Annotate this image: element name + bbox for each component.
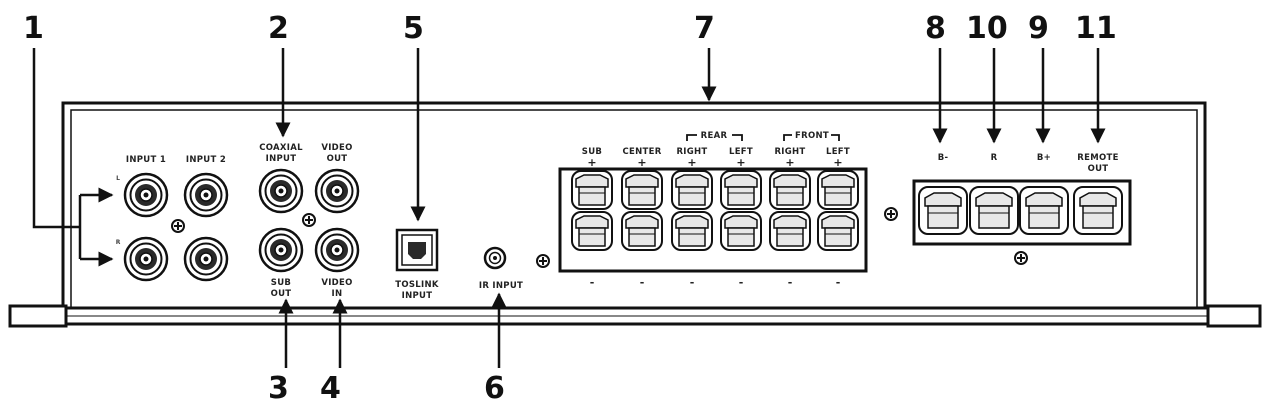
screw-icon bbox=[536, 254, 550, 268]
speaker-minus-sign: - bbox=[640, 276, 645, 289]
sub-out-jack bbox=[258, 227, 304, 273]
rca-left-mark: L bbox=[116, 175, 120, 182]
power-terminal-label-line2: OUT bbox=[1088, 164, 1109, 174]
speaker-terminal-positive bbox=[571, 170, 613, 210]
speaker-terminal-negative bbox=[671, 211, 713, 251]
callout-2: 2 bbox=[268, 11, 289, 46]
ir-input-jack: IR INPUT bbox=[479, 246, 523, 291]
speaker-channel-label: LEFT bbox=[826, 147, 850, 157]
speaker-channel-label: LEFT bbox=[729, 147, 753, 157]
front-group-label: FRONT bbox=[795, 131, 829, 141]
screw-icon bbox=[884, 207, 898, 221]
speaker-terminal-negative bbox=[817, 211, 859, 251]
speaker-terminal-positive bbox=[720, 170, 762, 210]
rca-right-mark: R bbox=[116, 239, 121, 246]
speaker-terminal-negative bbox=[720, 211, 762, 251]
speaker-channel-label: CENTER bbox=[622, 147, 661, 157]
input2-label: INPUT 2 bbox=[186, 155, 226, 165]
speaker-terminal-negative bbox=[571, 211, 613, 251]
coaxial-video-group: COAXIAL INPUT VIDEO OUT SUB OUT VIDEO IN bbox=[258, 143, 360, 299]
speaker-minus-sign: - bbox=[690, 276, 695, 289]
toslink-port: TOSLINK INPUT bbox=[395, 228, 439, 301]
speaker-terminal-positive bbox=[621, 170, 663, 210]
screw-icon bbox=[1014, 251, 1028, 265]
screw-icon bbox=[302, 213, 316, 227]
video-out-label-line1: VIDEO bbox=[321, 143, 352, 153]
input1-label: INPUT 1 bbox=[126, 155, 166, 165]
callout-10: 10 bbox=[966, 11, 1008, 46]
callout-1: 1 bbox=[23, 11, 44, 46]
input2-left-rca-jack bbox=[183, 172, 229, 218]
power-terminal bbox=[969, 186, 1019, 235]
front-bracket bbox=[783, 134, 840, 141]
power-terminal-label-line1: R bbox=[991, 153, 998, 163]
speaker-terminal-negative bbox=[621, 211, 663, 251]
callout-6: 6 bbox=[484, 371, 505, 406]
callout-numbers: 1 2 5 7 8 10 9 11 3 4 6 bbox=[23, 11, 1117, 406]
callout-3: 3 bbox=[268, 371, 289, 406]
speaker-plus-sign: + bbox=[637, 156, 646, 169]
rear-bracket bbox=[686, 134, 743, 141]
speaker-terminal-negative bbox=[769, 211, 811, 251]
screw-icon bbox=[171, 219, 185, 233]
ir-input-label: IR INPUT bbox=[479, 281, 523, 291]
speaker-terminal-positive bbox=[671, 170, 713, 210]
power-terminal bbox=[918, 186, 968, 235]
toslink-label-line2: INPUT bbox=[402, 291, 433, 301]
speaker-plus-sign: + bbox=[687, 156, 696, 169]
video-out-jack bbox=[314, 168, 360, 214]
callout-11: 11 bbox=[1075, 11, 1117, 46]
speaker-terminal-block: SUB+-CENTER+-RIGHT+-LEFT+-RIGHT+-LEFT+- … bbox=[558, 131, 868, 289]
input1-right-rca-jack bbox=[123, 236, 169, 282]
rear-group-label: REAR bbox=[701, 131, 728, 141]
speaker-channel-label: RIGHT bbox=[676, 147, 707, 157]
speaker-minus-sign: - bbox=[788, 276, 793, 289]
callout-8: 8 bbox=[925, 11, 946, 46]
speaker-plus-sign: + bbox=[587, 156, 596, 169]
power-terminal bbox=[1019, 186, 1069, 235]
video-in-label-line2: IN bbox=[332, 289, 343, 299]
speaker-plus-sign: + bbox=[833, 156, 842, 169]
speaker-terminal-positive bbox=[769, 170, 811, 210]
video-out-label-line2: OUT bbox=[327, 154, 348, 164]
speaker-minus-sign: - bbox=[836, 276, 841, 289]
speaker-channel-label: SUB bbox=[582, 147, 602, 157]
speaker-terminal-positive bbox=[817, 170, 859, 210]
speaker-plus-sign: + bbox=[785, 156, 794, 169]
sub-out-label-line1: SUB bbox=[271, 278, 291, 288]
callout-9: 9 bbox=[1028, 11, 1049, 46]
power-terminal-label-line1: REMOTE bbox=[1077, 153, 1118, 163]
callout-7: 7 bbox=[694, 11, 715, 46]
sub-out-label-line2: OUT bbox=[271, 289, 292, 299]
video-in-label-line1: VIDEO bbox=[321, 278, 352, 288]
speaker-minus-sign: - bbox=[739, 276, 744, 289]
power-terminal-label-line1: B+ bbox=[1037, 153, 1051, 163]
coaxial-label-line2: INPUT bbox=[266, 154, 297, 164]
leader-lines bbox=[32, 48, 1106, 368]
input2-right-rca-jack bbox=[183, 236, 229, 282]
speaker-channel-label: RIGHT bbox=[774, 147, 805, 157]
coaxial-input-jack bbox=[258, 168, 304, 214]
rca-inputs: INPUT 1 INPUT 2 L R bbox=[116, 155, 229, 282]
power-terminal bbox=[1073, 186, 1123, 235]
coaxial-label-line1: COAXIAL bbox=[259, 143, 303, 153]
speaker-plus-sign: + bbox=[736, 156, 745, 169]
input1-left-rca-jack bbox=[123, 172, 169, 218]
callout-4: 4 bbox=[320, 371, 341, 406]
speaker-minus-sign: - bbox=[590, 276, 595, 289]
video-in-jack bbox=[314, 227, 360, 273]
toslink-label-line1: TOSLINK bbox=[395, 280, 439, 290]
callout-5: 5 bbox=[403, 11, 424, 46]
power-terminal-label-line1: B- bbox=[938, 153, 949, 163]
